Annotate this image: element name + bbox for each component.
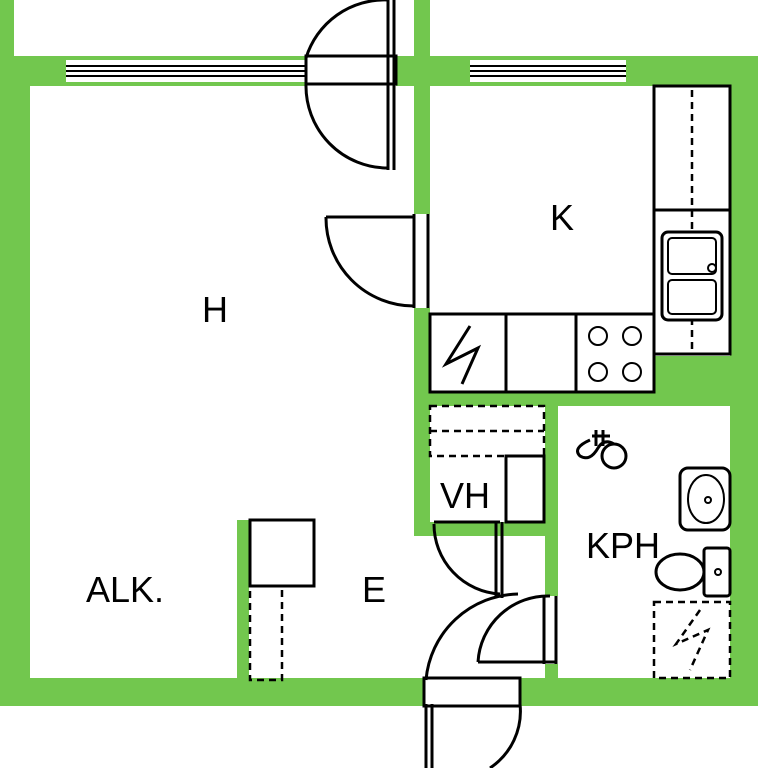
wall-kitchen-bottom [414,392,730,406]
room-label-living: H [202,289,228,330]
wall-right [730,56,758,706]
wall-alcove-partition [237,520,249,682]
stove-burners-icon [588,326,642,382]
room-label-entrance: E [362,569,386,610]
wall-bottom [0,678,758,706]
room-label-closet: VH [440,475,490,516]
wall-left [0,56,30,706]
wall-top-mid-stub [414,0,430,58]
washbasin-icon [678,466,732,532]
closet-fixtures [428,404,546,524]
room-label-bathroom: KPH [586,525,660,566]
windows [66,60,626,82]
wall-living-kitchen [414,86,430,536]
wall-kitchen-right-fill [654,356,730,406]
room-labels: H K ALK. E VH KPH [86,197,660,610]
toilet-icon [654,546,732,598]
wall-closet-bottom [414,522,558,536]
doors [304,0,558,768]
room-label-alcove: ALK. [86,569,164,610]
wall-top-left-stub [0,0,14,58]
kitchen-fixtures [428,84,732,394]
lightning-icon [441,325,482,385]
bathroom-fixtures [576,430,732,680]
room-label-kitchen: K [550,197,574,238]
alcove-wardrobe [248,518,316,682]
shower-icon [576,430,628,470]
kitchen-sink-icon [660,230,724,322]
